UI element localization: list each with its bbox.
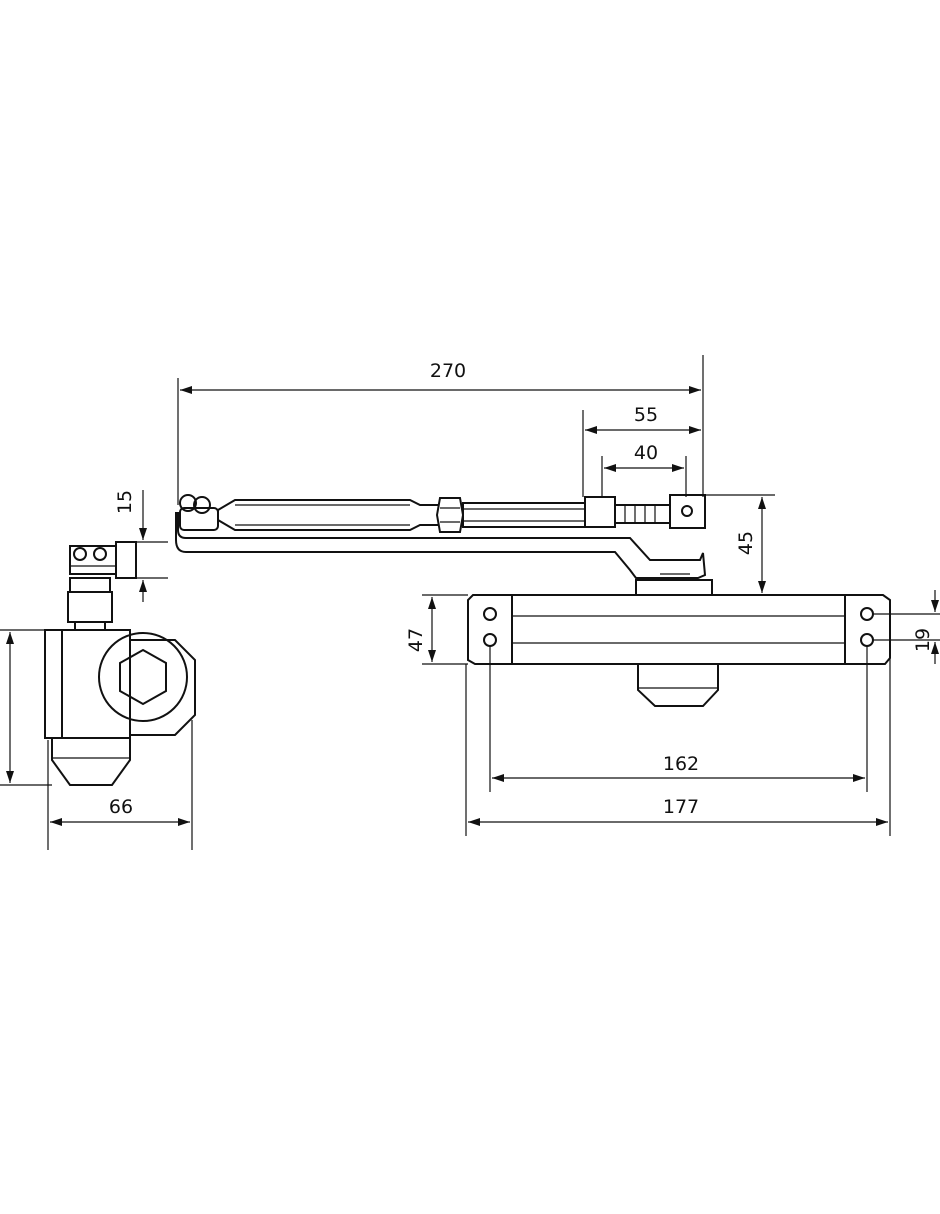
closer-body-front-view <box>467 573 891 707</box>
dimension-label-45: 45 <box>735 531 757 555</box>
dimension-label-15: 15 <box>114 490 136 514</box>
dimension-label-40: 40 <box>634 442 658 464</box>
dimension-label-270: 270 <box>430 360 466 382</box>
dimension-lines <box>0 355 940 850</box>
dimension-label-47: 47 <box>405 628 427 652</box>
bracket-screw-hole-icon <box>681 505 693 517</box>
mounting-hole-icon <box>483 607 497 621</box>
dimension-label-19: 19 <box>912 628 934 652</box>
closer-side-view <box>44 541 196 786</box>
dimension-label-55: 55 <box>634 404 658 426</box>
dimension-label-66: 66 <box>109 796 133 818</box>
closer-arm <box>175 494 707 579</box>
hex-nut-icon <box>119 648 167 706</box>
dimension-label-177: 177 <box>663 796 699 818</box>
dimension-label-162: 162 <box>663 753 699 775</box>
